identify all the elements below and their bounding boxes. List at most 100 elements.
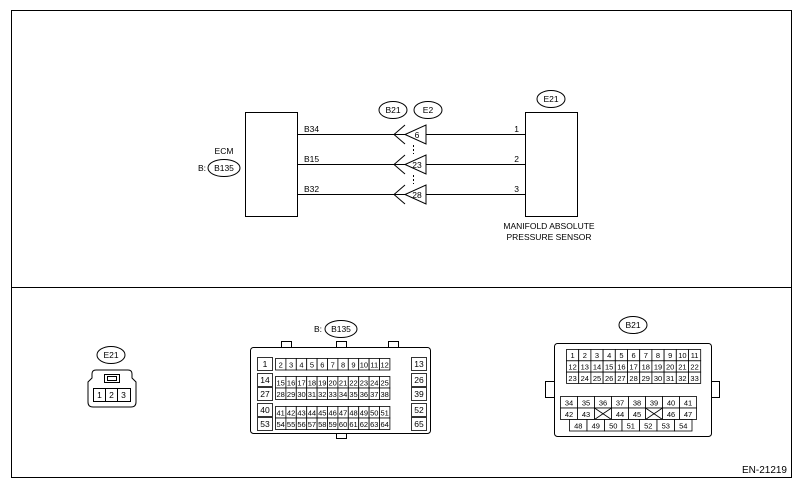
connector-b135-pin: 55 — [287, 420, 295, 429]
connector-e21-latch-inner — [107, 376, 117, 381]
connector-b21-pin: 25 — [593, 374, 601, 383]
connector-b135-pin: 12 — [381, 360, 389, 369]
connector-b21-pin: 48 — [574, 421, 582, 430]
connector-e21-label: E21 — [103, 350, 118, 360]
connector-b21-pin: 47 — [684, 410, 692, 419]
connector-b21-pin: 43 — [582, 410, 590, 419]
connector-b21-pin: 29 — [642, 374, 650, 383]
connector-b21-pin: 42 — [565, 410, 573, 419]
connector-b135-pin: 3 — [289, 360, 293, 369]
connector-b21-pin: 1 — [571, 351, 575, 360]
connector-b135-pin-cell — [257, 417, 273, 431]
connector-b135-prefix: B: — [314, 324, 322, 334]
connector-b135-pin-cell — [411, 373, 427, 387]
connector-b135-pin-cell — [257, 387, 273, 401]
connector-e21-pin-frame — [93, 388, 131, 402]
connector-b21-pin: 49 — [592, 421, 600, 430]
connector-b135-pin: 26 — [414, 375, 424, 385]
connector-b21-pin: 12 — [568, 362, 576, 371]
connector-b21-pin: 46 — [667, 410, 675, 419]
connector-b21-pin: 16 — [617, 362, 625, 371]
connector-b21-pin: 11 — [691, 351, 699, 360]
connector-b135-pin: 42 — [287, 408, 295, 417]
connector-b135-label: B135 — [331, 324, 351, 334]
connector-b135-pin: 16 — [287, 378, 295, 387]
connector-b21-pin: 6 — [632, 351, 636, 360]
connector-b21-pin: 40 — [667, 398, 675, 407]
connector-b21-pin: 52 — [644, 421, 652, 430]
connector-b135-pin: 20 — [329, 378, 337, 387]
connector-b21-pin: 3 — [595, 351, 599, 360]
connector-arrow-pin-6: 6 — [393, 124, 427, 145]
connector-b21-blank-cavity-line — [645, 407, 663, 420]
connector-b135-pin: 41 — [277, 408, 285, 417]
connector-b135-pin: 65 — [414, 419, 424, 429]
connector-e21-pin: 3 — [121, 390, 126, 400]
connector-b135-pin: 21 — [339, 378, 347, 387]
connector-b21-pin: 31 — [666, 374, 674, 383]
connector-e21-oval — [96, 346, 126, 364]
inline-pin-28: 28 — [412, 190, 422, 200]
inline-connector-oval-b21 — [378, 101, 408, 119]
connector-b135-pin-cell — [411, 403, 427, 417]
connector-b135-tab — [281, 341, 292, 348]
inline-pin-23: 23 — [412, 160, 422, 170]
connector-b21-pin: 35 — [582, 398, 590, 407]
connector-b135-pin: 9 — [351, 360, 355, 369]
ecm-terminal-b15: B15 — [304, 154, 319, 164]
inline-connector: B21 E2 6 23 28 — [378, 101, 443, 205]
connector-b135-pin: 64 — [381, 420, 389, 429]
connector-b135-pin: 52 — [414, 405, 424, 415]
connector-b135-pin: 29 — [287, 390, 295, 399]
connector-b21-oval — [618, 316, 648, 334]
ecm-terminal-b34: B34 — [304, 124, 319, 134]
connector-b135-pin: 56 — [297, 420, 305, 429]
connector-b21-pin: 39 — [650, 398, 658, 407]
connector-b135-pin-cell — [257, 357, 273, 371]
connector-b135-pin: 46 — [329, 408, 337, 417]
connector-b135-pin: 33 — [329, 390, 337, 399]
connector-b21-pin: 50 — [609, 421, 617, 430]
connector-b135-pin: 18 — [308, 378, 316, 387]
connector-b21-pin: 19 — [654, 362, 662, 371]
connector-b21-pin: 17 — [629, 362, 637, 371]
connector-b21-pin: 32 — [678, 374, 686, 383]
connector-b135-pin: 25 — [381, 378, 389, 387]
connector-b135-oval — [324, 320, 358, 338]
connector-b21-pin: 28 — [629, 374, 637, 383]
connector-b21-pin: 33 — [690, 374, 698, 383]
connector-b135-pin: 31 — [308, 390, 316, 399]
connector-b135-pin: 45 — [318, 408, 326, 417]
connector-b135-pin: 59 — [329, 420, 337, 429]
connector-b21-pin: 10 — [678, 351, 686, 360]
connector-b21-pin: 23 — [568, 374, 576, 383]
connector-b21-pin: 15 — [605, 362, 613, 371]
connector-b135-pin: 8 — [341, 360, 345, 369]
connector-e21: E21 1 2 3 — [87, 346, 137, 408]
connector-b21-pin: 38 — [633, 398, 641, 407]
connector-b21-pin: 4 — [607, 351, 611, 360]
connector-b135-pin-cell — [257, 373, 273, 387]
connector-b21-pin: 13 — [581, 362, 589, 371]
connector-b135-pin: 30 — [297, 390, 305, 399]
connector-b135-pin: 6 — [320, 360, 324, 369]
connector-b135-pin: 49 — [360, 408, 368, 417]
connector-b21-blank-cavity-line — [594, 407, 612, 420]
connector-b21-pin: 5 — [619, 351, 623, 360]
connector-b135-pin: 15 — [277, 378, 285, 387]
connector-b21-pin-cell — [674, 419, 693, 432]
sensor-pin-1: 1 — [514, 124, 519, 134]
connector-b21-pin: 21 — [678, 362, 686, 371]
connector-arrow-pin-23: 23 — [393, 154, 427, 175]
connector-b21-pin: 26 — [605, 374, 613, 383]
connector-b21-label: B21 — [625, 320, 640, 330]
connector-b21-pin: 53 — [662, 421, 670, 430]
ecm-label: ECM — [215, 146, 234, 156]
connector-b135-pin: 58 — [318, 420, 326, 429]
connector-b135-pin: 22 — [349, 378, 357, 387]
connector-b135-pin: 10 — [360, 360, 368, 369]
connector-b135-pin: 1 — [263, 359, 268, 369]
sensor-connector-label: E21 — [543, 94, 558, 104]
